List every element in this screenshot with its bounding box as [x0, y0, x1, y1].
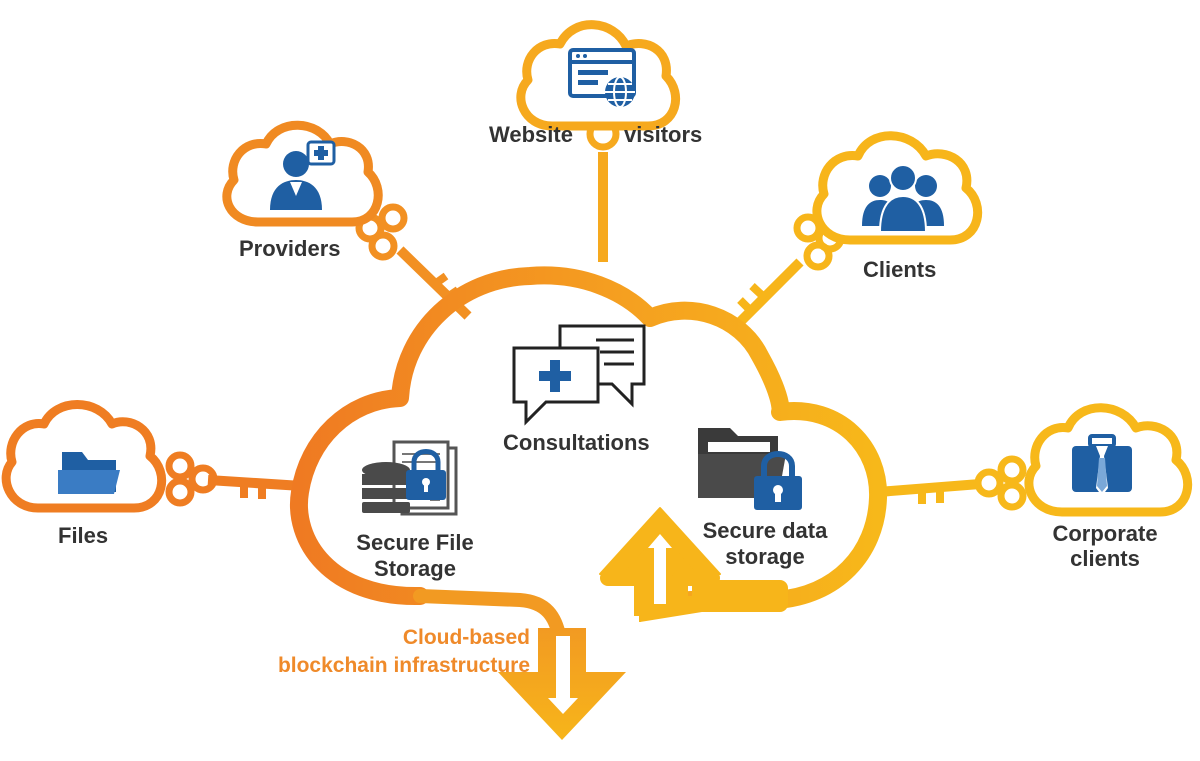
people-group-icon: [862, 164, 944, 233]
connector-website: [586, 117, 620, 262]
secure-file-storage-label: Secure File Storage: [350, 530, 480, 582]
secure-data-line2: storage: [725, 544, 805, 569]
browser-globe-icon: [568, 48, 636, 108]
corporate-label-line1: Corporate: [1052, 521, 1158, 546]
doctor-icon: [270, 140, 336, 210]
infrastructure-line2: blockchain infrastructure: [277, 654, 530, 677]
files-label: Files: [58, 523, 109, 548]
down-arrow: [498, 628, 626, 740]
medical-chat-icon: [512, 324, 646, 426]
secure-file-line2: Storage: [374, 556, 456, 581]
corporate-label-line2: clients: [1070, 546, 1140, 571]
briefcase-icon: [1072, 434, 1132, 496]
infrastructure-line1: Cloud-based: [402, 626, 530, 649]
secure-file-line1: Secure File: [356, 530, 474, 555]
website-label-right: visitors: [624, 122, 703, 147]
consultations-label: Consultations: [503, 430, 650, 455]
database-lock-icon: [362, 440, 458, 516]
website-label-left: Website: [489, 122, 573, 147]
clients-label: Clients: [863, 257, 937, 282]
key-corporate: [877, 455, 1027, 511]
key-files: [165, 451, 303, 507]
providers-label: Providers: [239, 236, 341, 261]
secure-data-storage-label: Secure data storage: [690, 518, 840, 570]
folder-lock-icon: [698, 428, 802, 510]
corporate-label: Corporate clients: [1040, 521, 1170, 571]
infrastructure-label: Cloud-based blockchain infrastructure: [206, 624, 530, 680]
secure-data-line1: Secure data: [702, 518, 828, 543]
up-arrow: [599, 507, 788, 622]
main-cloud: [290, 266, 888, 609]
folder-icon: [58, 452, 120, 494]
